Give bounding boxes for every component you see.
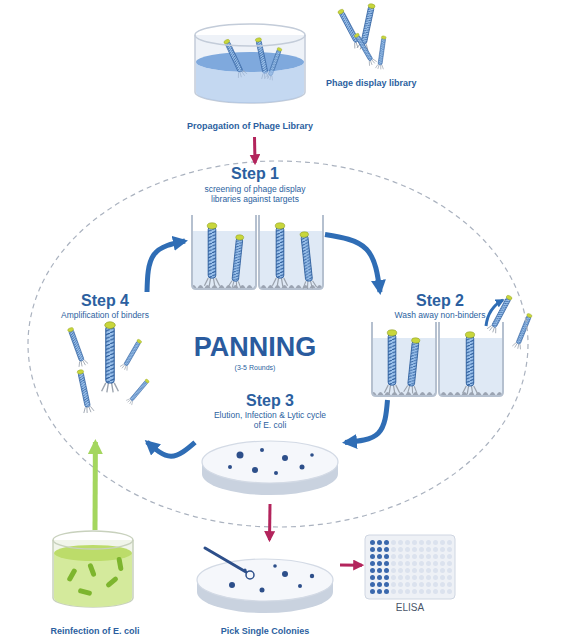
cycle-arrow (147, 241, 185, 292)
bound-phage (204, 223, 219, 287)
bound-phage (228, 234, 246, 289)
plaques (228, 448, 314, 475)
library-label: Phage display library (326, 78, 456, 89)
beaker-rim (53, 531, 133, 549)
elisa-plate-body (365, 535, 455, 599)
dashed-ellipse (28, 161, 528, 527)
plaque (237, 452, 244, 459)
washed-phage (487, 294, 514, 334)
amplified-phage (120, 338, 144, 371)
step-panel: Step 2Wash away non-binders (365, 292, 515, 400)
step-caption: Wash away non-binders (365, 310, 515, 320)
cycle-title: PANNING (175, 332, 335, 362)
cycle-arrow (325, 235, 380, 293)
amplified-phage (126, 378, 151, 406)
bacterium (78, 588, 93, 596)
plaque (310, 453, 314, 457)
dish-top (202, 441, 338, 483)
step-title: Step 1 (185, 165, 325, 183)
step-caption: Elution, Infection & Lytic cycle of E. c… (212, 410, 328, 430)
pick-loop (246, 571, 254, 579)
plaque (252, 467, 258, 473)
empty-wells (390, 539, 453, 595)
beaker-wall (53, 540, 133, 607)
plaque (274, 471, 278, 475)
step-panel: Step 4Amplification of binders (45, 292, 165, 442)
dish-top (197, 559, 333, 601)
plaque (228, 465, 232, 469)
phage (375, 35, 388, 69)
bound-phage (384, 330, 399, 394)
microwell (372, 322, 503, 396)
plaque (260, 448, 264, 452)
bacterium (66, 568, 77, 583)
beaker-label: Reinfection of E. coli (25, 626, 165, 637)
rounds-note: (3-5 Rounds) (175, 363, 335, 372)
step-caption: screening of phage display libraries aga… (195, 184, 315, 204)
bound-phage (297, 231, 316, 289)
flow-arrow (253, 137, 257, 163)
step-title: Step 2 (365, 292, 515, 310)
wash-arrow (486, 300, 503, 326)
amplified-phage (102, 322, 119, 393)
colony (273, 564, 277, 568)
flow-arrow (340, 564, 362, 567)
amplified-phage (75, 369, 94, 414)
bacterium (105, 576, 119, 589)
step-caption: Amplification of binders (45, 310, 165, 320)
beaker-liquid (196, 62, 304, 103)
colony (260, 588, 265, 593)
bacterium (116, 557, 123, 572)
plaque (300, 465, 305, 470)
assay-label: ELISA (362, 602, 458, 614)
bound-phage (463, 332, 478, 394)
panning-cycle: PANNING(3-5 Rounds) Step 1screening of ph… (27, 160, 529, 528)
propagation-beaker: Propagation of Phage Library (175, 15, 325, 137)
bound-phage (272, 223, 287, 287)
beaker-wall (195, 35, 305, 103)
phage (352, 32, 377, 66)
beaker-liquid-top (196, 52, 304, 72)
dish-label: Pick Single Colonies (190, 626, 340, 637)
cycle-arrow (345, 400, 388, 442)
colony (298, 584, 302, 588)
beaker-rim (195, 24, 305, 46)
washed-phage (512, 312, 534, 350)
bacterium (87, 563, 96, 578)
bacteria (66, 557, 123, 597)
plaque (282, 455, 288, 461)
reinfection-beaker: Reinfection of E. coli (35, 530, 155, 642)
flow-arrow (268, 504, 272, 540)
filled-wells (369, 539, 390, 595)
step-panel: Step 3Elution, Infection & Lytic cycle o… (195, 392, 345, 504)
bound-phage (404, 337, 423, 394)
amplified-phage (65, 326, 88, 367)
step-title: Step 4 (45, 292, 165, 310)
elisa-plate: ELISA (362, 532, 458, 617)
beaker-label: Propagation of Phage Library (170, 121, 330, 132)
colony-dish: Pick Single Colonies (190, 540, 340, 640)
step-title: Step 3 (195, 392, 345, 410)
colony (282, 571, 288, 577)
flow-arrow (93, 442, 98, 530)
cycle-arrow (147, 442, 195, 456)
culture-liquid (54, 553, 132, 607)
microwell (192, 215, 323, 289)
colony (310, 574, 314, 578)
colony (229, 582, 235, 588)
step-panel: Step 1screening of phage display librari… (185, 163, 325, 293)
pick-tool (205, 548, 246, 572)
